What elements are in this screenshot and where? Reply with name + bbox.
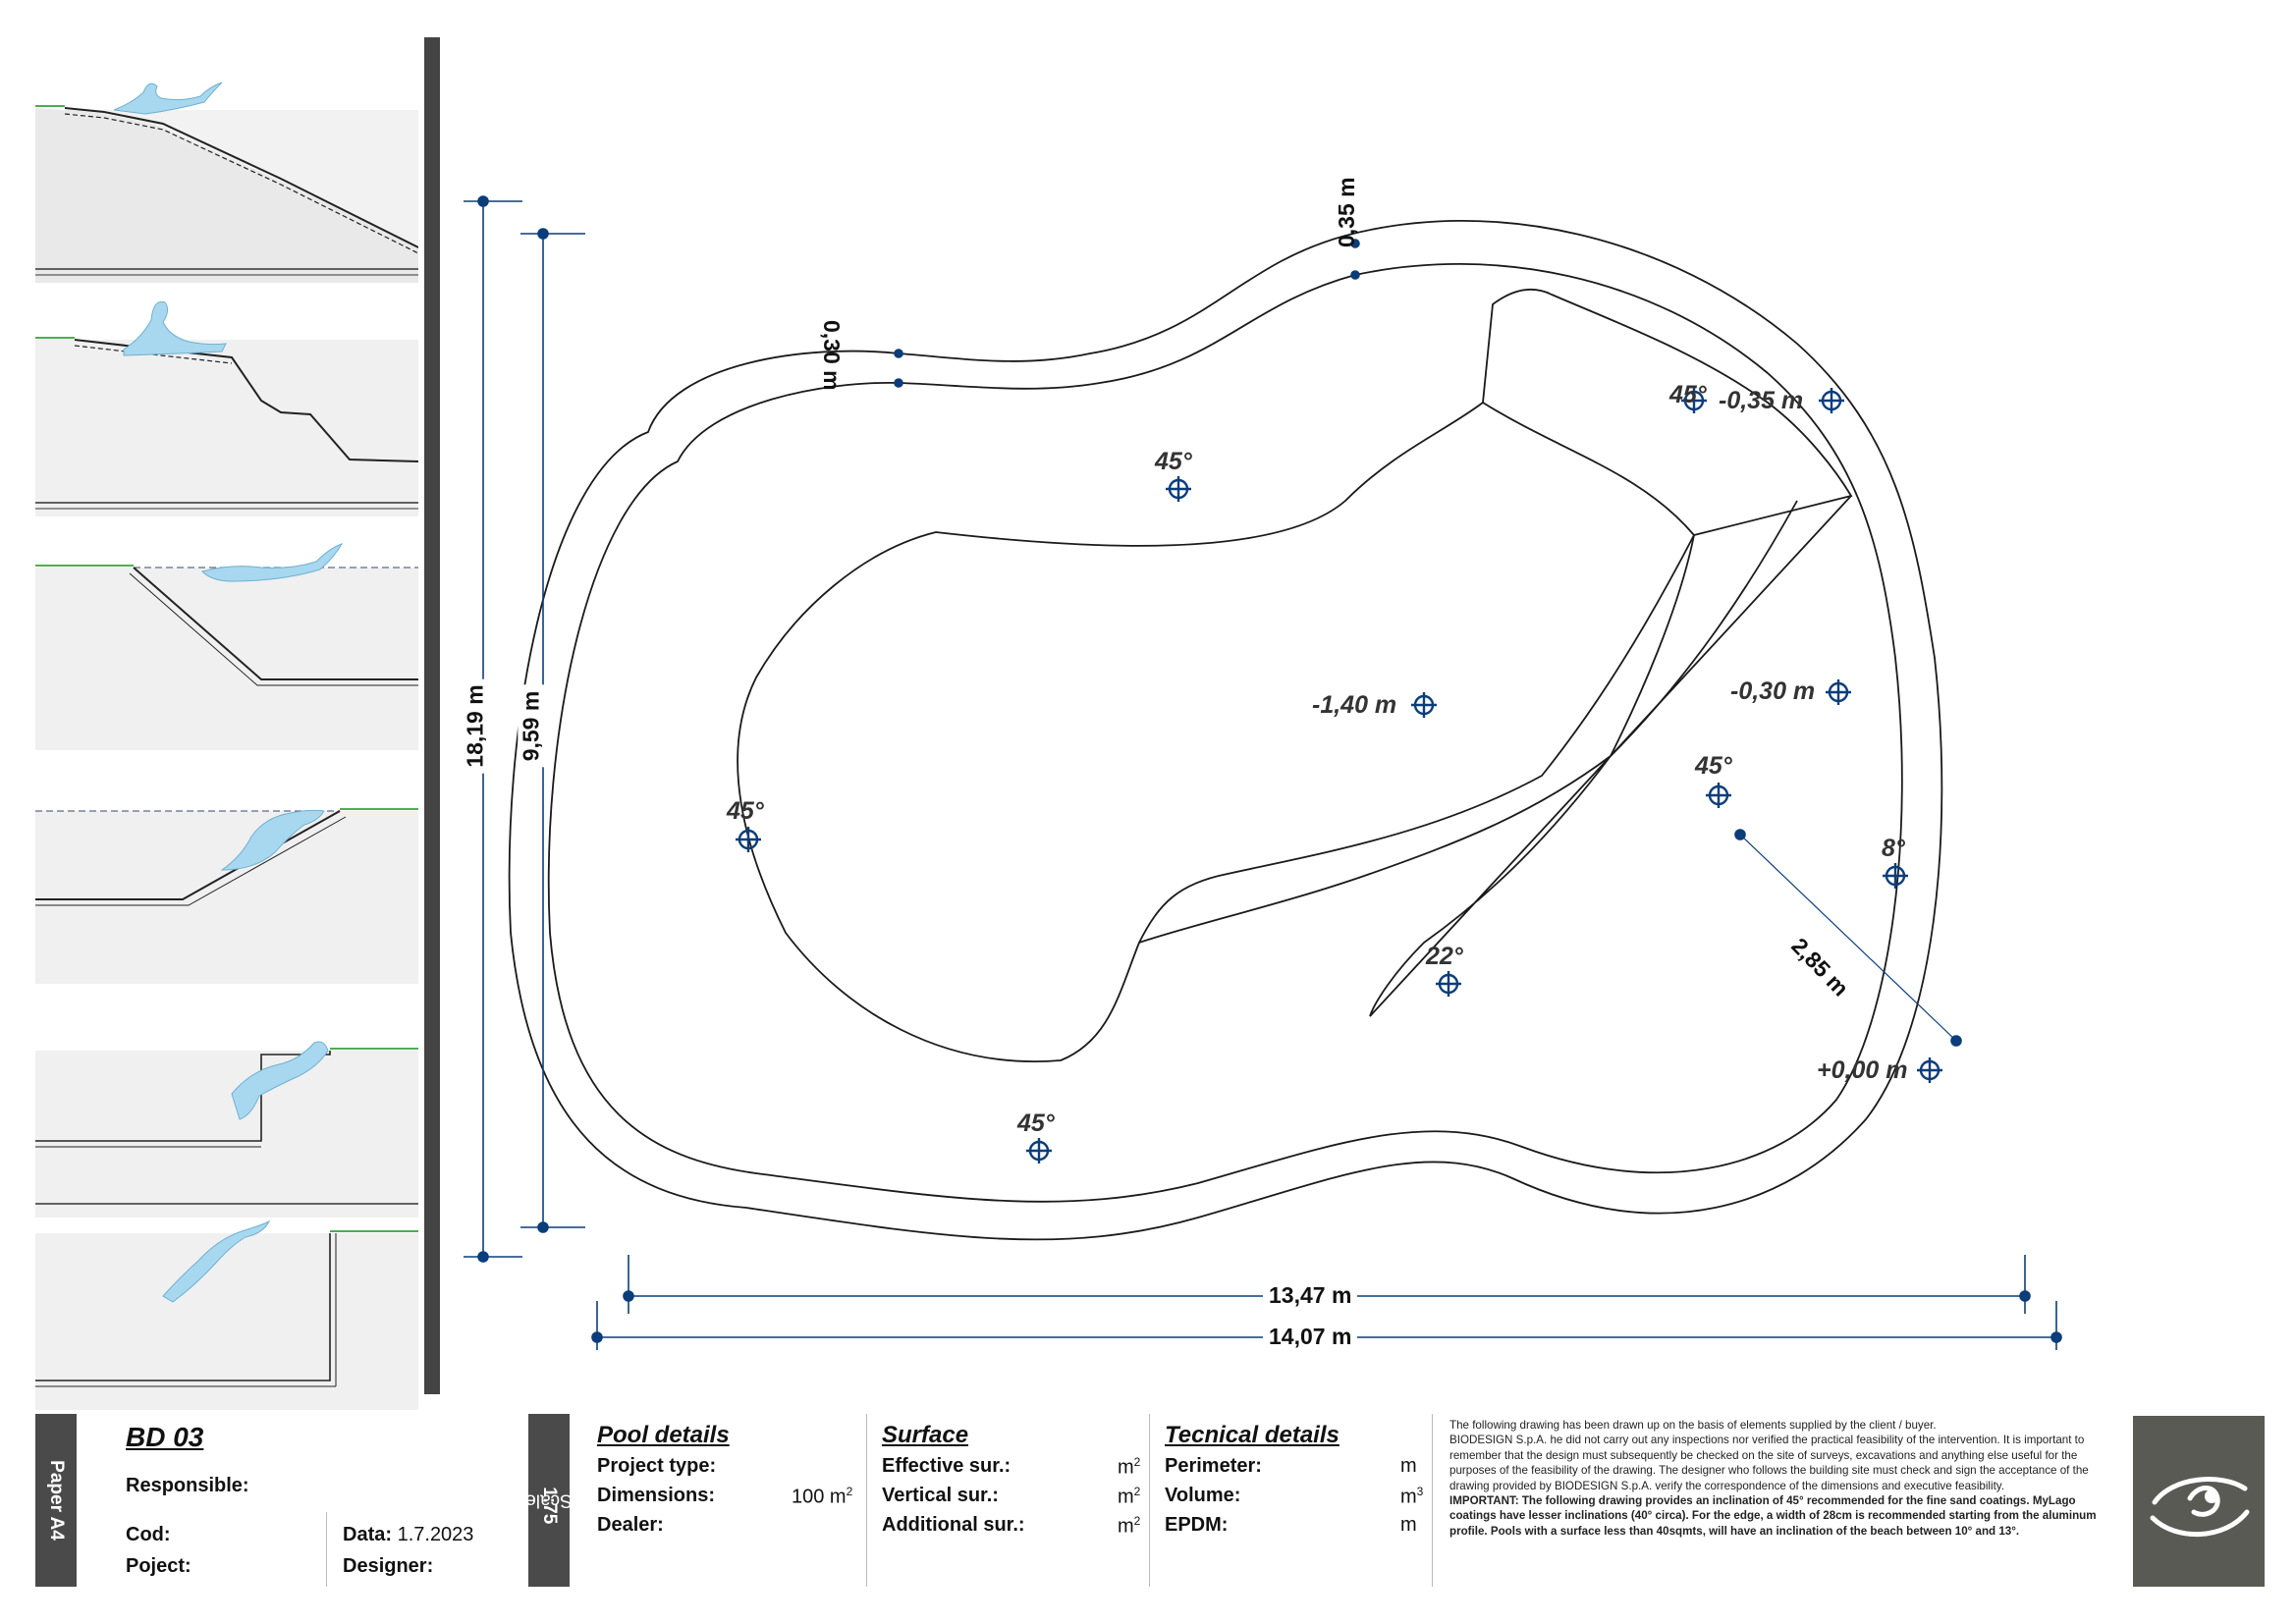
- section-beach-slope: [35, 61, 418, 283]
- section-platform: [35, 996, 418, 1218]
- unit-m: m: [1400, 1455, 1417, 1477]
- pool-plan-svg: [464, 195, 2062, 1350]
- perimeter-label: Perimeter:: [1165, 1455, 1262, 1477]
- dimensions-value-text: 100 m: [792, 1486, 847, 1508]
- date-value: 1.7.2023: [397, 1524, 474, 1545]
- level-label-beach: +0,00 m: [1817, 1056, 1908, 1084]
- dim-outer-height: 18,19 m: [462, 678, 489, 774]
- vertical-surface-label: Vertical sur.:: [882, 1485, 999, 1506]
- poject-label: Poject:: [126, 1555, 191, 1577]
- unit-m2: m2: [1118, 1485, 1141, 1508]
- unit-text: m: [1118, 1486, 1134, 1508]
- notes-important: IMPORTANT: The following drawing provide…: [1449, 1494, 2097, 1538]
- section-steps: [35, 295, 418, 516]
- level-label-shelf-right: -0,30 m: [1730, 677, 1816, 705]
- unit-m2: m2: [1118, 1514, 1141, 1538]
- dimensions-label: Dimensions:: [597, 1485, 716, 1506]
- company-logo: [2133, 1416, 2265, 1587]
- paper-size-label: Paper A4: [46, 1460, 67, 1541]
- divider: [866, 1414, 867, 1587]
- dim-edge-left: 0,30 m: [819, 320, 845, 391]
- cod-label: Cod:: [126, 1524, 171, 1545]
- level-label-shelf-top: -0,35 m: [1719, 387, 1804, 414]
- angle-label: 45°: [727, 797, 764, 825]
- section-wall-entry: [35, 762, 418, 984]
- project-type-label: Project type:: [597, 1455, 717, 1477]
- dealer-label: Dealer:: [597, 1514, 664, 1536]
- pool-plan: 45° 45° 45° 45° 45° 22° 8° -1,40 m -0,35…: [452, 147, 2269, 1375]
- angle-label: 45°: [1017, 1110, 1055, 1137]
- responsible-label: Responsible:: [126, 1475, 249, 1496]
- date-label: Data:: [343, 1524, 393, 1545]
- angle-label: 22°: [1426, 943, 1463, 970]
- notes-body: BIODESIGN S.p.A. he did not carry out an…: [1449, 1434, 2089, 1492]
- angle-label: 8°: [1882, 835, 1905, 862]
- disclaimer-notes: The following drawing has been drawn up …: [1449, 1418, 2098, 1539]
- title-block: Paper A4 BD 03 Responsible: Cod: Poject:…: [35, 1414, 2265, 1591]
- volume-label: Volume:: [1165, 1485, 1241, 1506]
- surface-title: Surface: [882, 1422, 969, 1448]
- drawing-code: BD 03: [126, 1422, 204, 1452]
- section-vertical-wall: [35, 1188, 418, 1410]
- unit-text: m: [1118, 1456, 1134, 1479]
- divider: [1432, 1414, 1433, 1587]
- section-thumbnails: [35, 29, 418, 1410]
- unit-m3: m3: [1400, 1485, 1424, 1508]
- scale-text: Scale 1:75: [525, 1477, 573, 1524]
- pool-details-title: Pool details: [597, 1422, 730, 1448]
- dim-inner-width: 13,47 m: [1263, 1282, 1358, 1309]
- unit-m2: m2: [1118, 1455, 1141, 1479]
- scale-label: Scale: [525, 1490, 573, 1511]
- effective-surface-label: Effective sur.:: [882, 1455, 1011, 1477]
- notes-intro: The following drawing has been drawn up …: [1449, 1419, 1937, 1432]
- angle-label: 45°: [1669, 381, 1707, 408]
- divider: [1149, 1414, 1150, 1587]
- unit-text: m: [1400, 1486, 1417, 1508]
- logo-icon: [2150, 1477, 2250, 1538]
- unit-text: m: [1118, 1515, 1134, 1538]
- dim-inner-height: 9,59 m: [518, 684, 545, 768]
- tecnical-details-title: Tecnical details: [1165, 1422, 1339, 1448]
- designer-label: Designer:: [343, 1555, 434, 1577]
- divider: [326, 1512, 327, 1587]
- date-field: Data: 1.7.2023: [343, 1524, 473, 1546]
- scale-tab: Scale 1:75: [525, 1414, 573, 1587]
- unit-m: m: [1400, 1514, 1417, 1536]
- dim-outer-width: 14,07 m: [1263, 1324, 1358, 1350]
- dim-edge-top: 0,35 m: [1334, 177, 1359, 247]
- angle-label: 45°: [1695, 752, 1732, 780]
- epdm-label: EPDM:: [1165, 1514, 1229, 1536]
- paper-size-tab: Paper A4: [35, 1414, 77, 1587]
- angle-label: 45°: [1155, 448, 1192, 475]
- additional-surface-label: Additional sur.:: [882, 1514, 1025, 1536]
- dimensions-value: 100 m2: [792, 1485, 853, 1508]
- section-swimmer-45: [35, 528, 418, 750]
- level-label-deep: -1,40 m: [1312, 691, 1397, 719]
- sidebar-divider: [424, 37, 440, 1394]
